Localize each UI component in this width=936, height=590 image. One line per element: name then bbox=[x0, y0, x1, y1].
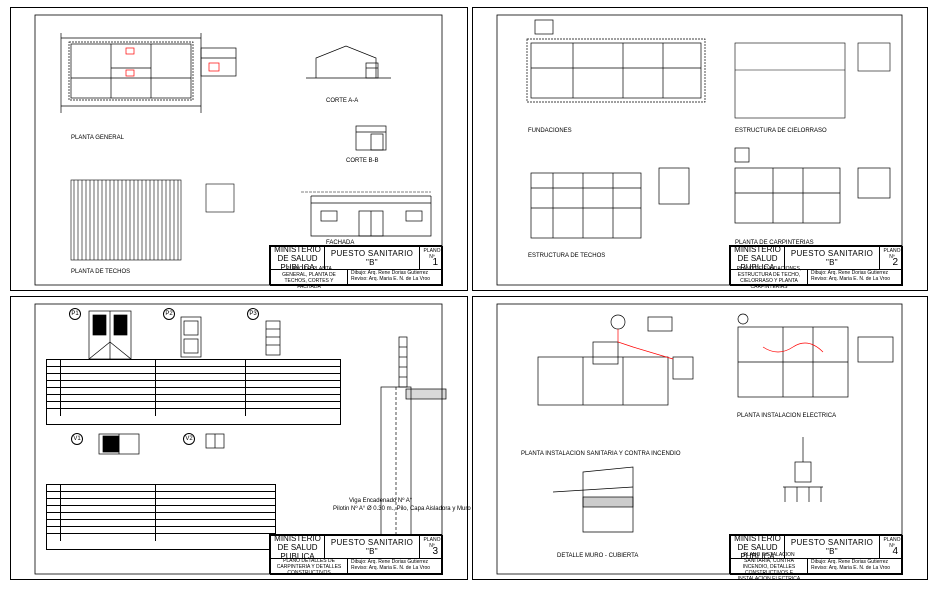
label-estructura-techos: ESTRUCTURA DE TECHOS bbox=[528, 253, 606, 259]
author-review: Reviso: Arq. Maria E. N. de La Vroo bbox=[811, 276, 891, 282]
plano-number-box: PLANO Nº 3 bbox=[419, 535, 443, 559]
plano-label: PLANO Nº bbox=[423, 537, 441, 549]
tag-p2: P2 bbox=[163, 308, 175, 320]
label-cielorraso: ESTRUCTURA DE CIELORRASO bbox=[735, 128, 827, 134]
label-fachada: FACHADA bbox=[326, 240, 355, 246]
plano-number: 2 bbox=[892, 257, 898, 268]
plano-description: PLANO INSTALACION SANITARIA, CONTRA INCE… bbox=[730, 552, 808, 582]
sheet-4-drawing bbox=[496, 303, 903, 575]
tag-p3: P3 bbox=[247, 308, 259, 320]
plano-number-box: PLANO Nº 1 bbox=[419, 246, 443, 270]
plano-description: PLANO DE PLANTA GENERAL, PLANTA DE TECHO… bbox=[270, 266, 348, 290]
carpinterias-plan bbox=[734, 147, 891, 224]
tag-p1: P1 bbox=[69, 308, 81, 320]
org-name: MINISTERIO DE SALUD PUBLICA bbox=[270, 534, 325, 561]
tag-v2: V2 bbox=[183, 433, 195, 445]
plano-description: PLANO DETALLES DE CARPINTERIA Y DETALLES… bbox=[270, 558, 348, 576]
fachada bbox=[310, 195, 432, 237]
door-p2-elevation bbox=[180, 316, 202, 358]
estructura-techos bbox=[530, 167, 690, 239]
sanitaria-plan bbox=[537, 314, 694, 406]
author-review: Reviso: Arq. Maria E. N. de La Vroo bbox=[811, 565, 891, 571]
door-p1-elevation bbox=[88, 310, 132, 360]
title-block-3: MINISTERIO DE SALUD PUBLICA PUESTO SANIT… bbox=[269, 534, 443, 576]
spec-table-windows bbox=[46, 484, 276, 550]
label-planta-techos: PLANTA DE TECHOS bbox=[71, 269, 131, 275]
title-block-4: MINISTERIO DE SALUD PUBLICA PUESTO SANIT… bbox=[729, 534, 903, 582]
plano-authors: Dibujo: Arq. Rene Dorias Gutierrez Revis… bbox=[347, 269, 443, 286]
label-corte-bb: CORTE B-B bbox=[346, 158, 379, 164]
plano-label: PLANO Nº bbox=[423, 248, 441, 260]
plano-authors: Dibujo: Arq. Rene Dorias Gutierrez Revis… bbox=[807, 269, 903, 286]
window-v1-elevation bbox=[98, 433, 140, 455]
electrica-plan bbox=[737, 313, 894, 398]
cielorraso-plan bbox=[734, 42, 891, 119]
sheet-1: PLANTA GENERAL CORTE A-A CORTE B-B PLANT… bbox=[10, 7, 468, 291]
pilotin-section bbox=[380, 336, 447, 538]
plano-label: PLANO Nº bbox=[883, 537, 901, 549]
title-block-1: MINISTERIO DE SALUD PUBLICA PUESTO SANIT… bbox=[269, 245, 443, 290]
label-viga: Viga Encadenado Nº A° bbox=[349, 498, 413, 504]
author-drawing: Dibujo: Arq. Rene Dorias Gutierrez bbox=[351, 270, 428, 276]
sheet-3-drawing bbox=[34, 303, 447, 575]
tag-v1: V1 bbox=[71, 433, 83, 445]
planta-techos bbox=[70, 179, 182, 261]
author-drawing: Dibujo: Arq. Rene Dorias Gutierrez bbox=[351, 559, 428, 565]
plano-number-box: PLANO Nº 4 bbox=[879, 535, 903, 559]
sheet-2-drawing bbox=[496, 14, 903, 286]
plano-label: PLANO Nº bbox=[883, 248, 901, 260]
author-review: Reviso: Arq. Maria E. N. de La Vroo bbox=[351, 565, 431, 571]
plano-number-box: PLANO Nº 2 bbox=[879, 246, 903, 270]
plano-description: PLANO DE FUNDACIONES, ESTRUCTURA DE TECH… bbox=[730, 266, 808, 290]
detalle-muro-cubierta bbox=[552, 466, 634, 533]
label-carpinterias: PLANTA DE CARPINTERIAS bbox=[735, 240, 814, 246]
sheet-4: PLANTA INSTALACION ELECTRICA PLANTA INST… bbox=[472, 296, 928, 582]
plano-number: 3 bbox=[432, 546, 438, 557]
sheet-2: FUNDACIONES ESTRUCTURA DE CIELORRASO EST… bbox=[472, 7, 928, 291]
label-detalle: DETALLE MURO - CUBIERTA bbox=[557, 553, 639, 559]
label-pilotin: Pilotin Nº A° Ø 0.30 m., Pilo, Capa Aisl… bbox=[333, 506, 471, 512]
corte-bb bbox=[355, 125, 387, 151]
sheet-3: P1 P2 P3 V1 V2 Viga Encadenado Nº A° Pil… bbox=[10, 296, 471, 580]
label-sanitaria: PLANTA INSTALACION SANITARIA Y CONTRA IN… bbox=[521, 451, 681, 457]
planta-general-plan bbox=[60, 33, 202, 113]
label-electrica: PLANTA INSTALACION ELECTRICA bbox=[737, 413, 837, 419]
project-name: PUESTO SANITARIO "B" bbox=[324, 535, 420, 559]
corte-aa bbox=[306, 45, 391, 79]
label-fundaciones: FUNDACIONES bbox=[528, 128, 572, 134]
label-corte-aa: CORTE A-A bbox=[326, 98, 359, 104]
label-planta-general: PLANTA GENERAL bbox=[71, 135, 124, 141]
plano-authors: Dibujo: Arq. Rene Dorias Gutierrez Revis… bbox=[807, 558, 903, 575]
plano-number: 1 bbox=[432, 257, 438, 268]
title-block-2: MINISTERIO DE SALUD PUBLICA PUESTO SANIT… bbox=[729, 245, 903, 290]
fundaciones-plan bbox=[526, 19, 706, 103]
tablero-diagram bbox=[783, 437, 823, 502]
author-drawing: Dibujo: Arq. Rene Dorias Gutierrez bbox=[811, 270, 888, 276]
spec-table-doors bbox=[46, 359, 341, 425]
window-p3-elevation bbox=[265, 320, 281, 356]
sheet-1-drawing bbox=[34, 14, 443, 286]
plano-authors: Dibujo: Arq. Rene Dorias Gutierrez Revis… bbox=[347, 558, 443, 575]
author-drawing: Dibujo: Arq. Rene Dorias Gutierrez bbox=[811, 559, 888, 565]
author-review: Reviso: Arq. Maria E. N. de La Vroo bbox=[351, 276, 431, 282]
plano-number: 4 bbox=[892, 546, 898, 557]
window-v2-elevation bbox=[205, 433, 225, 449]
